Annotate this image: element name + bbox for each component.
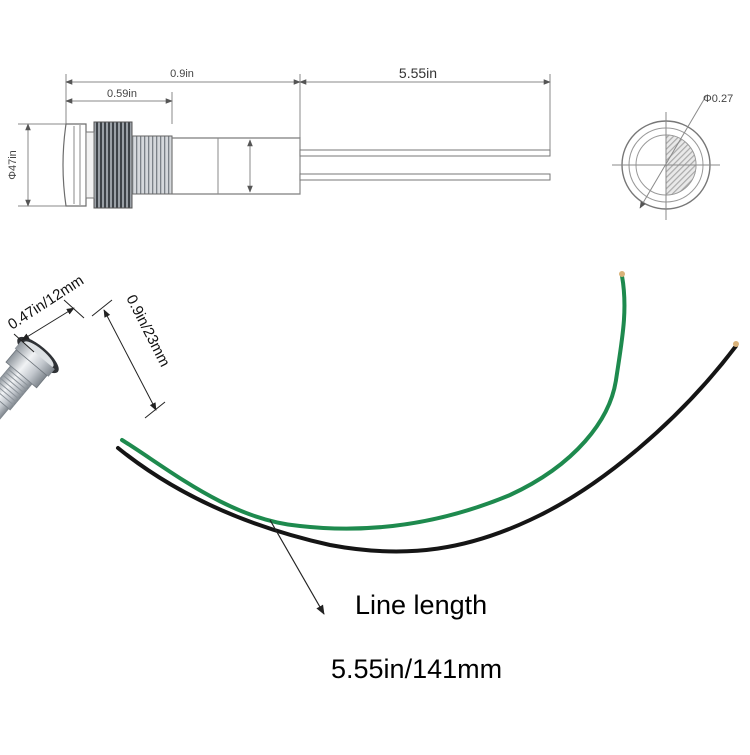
caption-length-value: 5.55in/141mm — [331, 654, 502, 684]
photo-diameter-label: 0.47in/12mm — [5, 272, 87, 333]
knurled-nut — [93, 121, 133, 209]
drawing-wires — [299, 149, 551, 181]
black-wire — [116, 344, 738, 554]
caption-line-length: Line length — [355, 590, 487, 620]
overall-length-label: 0.9in — [170, 68, 194, 80]
caption: Line length 5.55in/141mm — [331, 590, 502, 684]
product-photo: 0.47in/12mm 0.9in/23mm — [0, 271, 739, 615]
diameter-label: Φ47in — [7, 150, 19, 180]
green-wire-tip — [619, 271, 625, 277]
line-length-pointer — [269, 519, 325, 615]
photo-length-label: 0.9in/23mm — [122, 292, 173, 370]
technical-drawing: 0.9in 0.59in 5.55in Φ47in — [7, 65, 733, 220]
body-length-label: 0.59in — [107, 88, 137, 100]
photo-length-dimension: 0.9in/23mm — [91, 292, 173, 419]
led-indicator — [0, 336, 59, 440]
black-wire-tip — [733, 341, 739, 347]
green-wire — [120, 274, 627, 531]
side-view-body — [62, 121, 301, 209]
photo-diameter-dimension: 0.47in/12mm — [5, 272, 87, 353]
front-view: Φ0.27 — [612, 93, 733, 220]
rear-housing — [171, 137, 301, 195]
wire-length-label: 5.55in — [399, 65, 437, 81]
threaded-shaft — [131, 135, 173, 195]
face-diameter-label: Φ0.27 — [703, 93, 733, 105]
